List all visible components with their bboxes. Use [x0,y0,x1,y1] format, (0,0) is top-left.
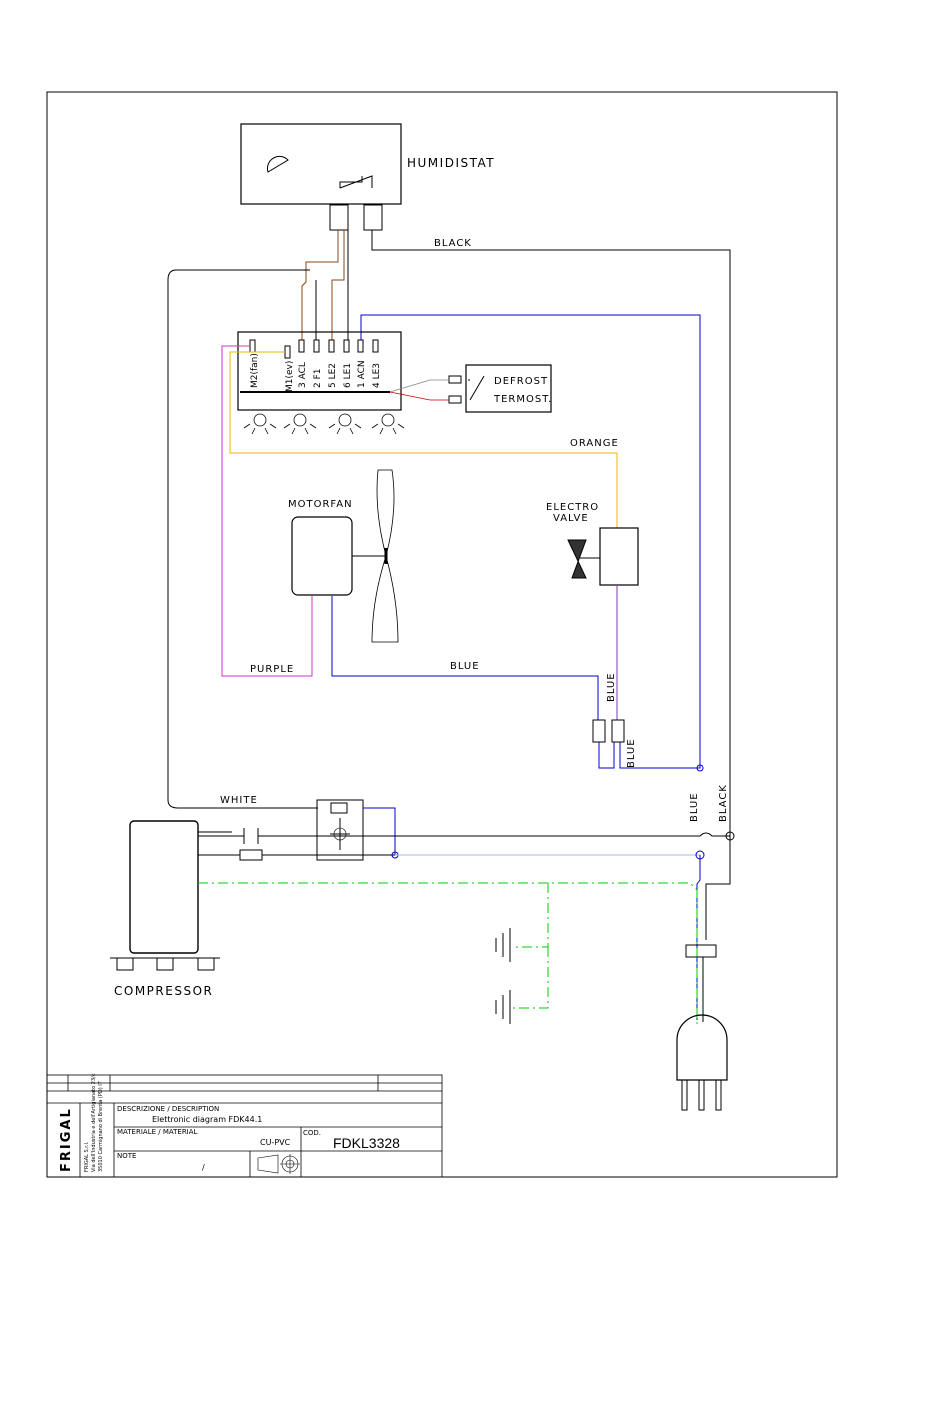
wire-black-pins [315,230,349,340]
wire-brown-1 [301,230,339,340]
ground-icon-2 [495,990,511,1024]
pin-6-le1: 6 LE1 [343,363,353,388]
material-value: CU-PVC [260,1138,291,1147]
electro-label: ELECTRO [546,502,599,513]
label-white: WHITE [220,795,258,806]
label-purple: PURPLE [250,664,294,675]
wire-blue-acn [360,314,701,769]
label-black-right: BLACK [718,784,729,822]
pin-4-le3: 4 LE3 [372,363,382,388]
company-line-1: FRIGAL S.r.l. [84,1141,90,1172]
pin-1-acn: 1 ACN [357,360,367,388]
ground-icon-1 [495,928,511,962]
capacitor [239,849,263,861]
relay-block [316,799,364,861]
company-line-3: 35010 Carmignano di Brenta (PD) IT [98,1080,104,1172]
pin-m2-fan: M2(fan) [250,353,260,388]
wire-line-top [198,832,730,837]
pin-2-f1: 2 F1 [313,369,323,389]
drawing-frame [46,91,838,1178]
wire-white-loop [167,269,318,809]
motorfan-label: MOTORFAN [288,499,353,510]
defrost-thermostat: DEFROST TERMOST. [389,364,552,413]
wire-brown-2 [331,230,345,340]
wire-orange [229,351,618,528]
wire-ground [198,882,698,1025]
description-label: DESCRIZIONE / DESCRIPTION [117,1105,219,1113]
fan-blade-icon [371,469,399,643]
company-logo: FRIGAL [59,1107,74,1172]
label-blue-vert-2: BLUE [626,738,637,768]
motorfan: MOTORFAN [288,469,399,643]
projection-symbol-icon [257,1154,300,1174]
controller: M2(fan) M1(ev) 3 ACL 2 F1 5 LE2 6 LE1 1 … [237,331,405,435]
label-black-top: BLACK [434,238,472,249]
compressor-label: COMPRESSOR [114,984,213,998]
label-blue-vert-1: BLUE [606,672,617,702]
code-label: COD. [303,1129,321,1137]
led-lamps-icon [243,413,405,435]
description-value: Elettronic diagram FDK44.1 [152,1115,262,1124]
material-label: MATERIALE / MATERIAL [117,1128,198,1136]
connector-2 [611,719,625,743]
power-plug [676,944,728,1111]
humidistat-label: HUMIDISTAT [407,156,495,170]
wire-blue-relay [363,807,396,855]
pin-3-acl: 3 ACL [298,362,308,388]
label-blue-bottom: BLUE [450,661,480,672]
company-line-2: Via dell'Industria e dell'Artigianato 23… [91,1073,97,1172]
valve-label: VALVE [553,513,589,524]
wire-black-top [371,230,731,940]
wire-defrost-red [389,391,449,401]
connector-1 [592,719,606,743]
label-blue-right: BLUE [689,792,700,822]
wire-blue-connector [598,742,615,769]
pin-m1-ev: M1(ev) [285,361,295,392]
note-value: / [202,1163,205,1172]
note-label: NOTE [117,1152,136,1160]
compressor: COMPRESSOR [110,820,220,998]
wire-blue-motor [331,596,599,720]
valve-icon [567,539,587,579]
dial-icon [266,155,289,173]
label-orange: ORANGE [570,438,619,449]
electro-valve: ELECTRO VALVE [546,502,639,586]
wire-defrost-grey [389,379,449,393]
defrost-label: DEFROST [494,376,548,387]
pin-5-le2: 5 LE2 [328,363,338,388]
title-block [46,1074,443,1178]
code-value: FDKL3328 [333,1135,400,1151]
wire-purple [221,345,313,677]
humidistat: HUMIDISTAT [240,123,495,231]
termost-label: TERMOST. [493,394,552,405]
controller-terminals [249,339,379,359]
